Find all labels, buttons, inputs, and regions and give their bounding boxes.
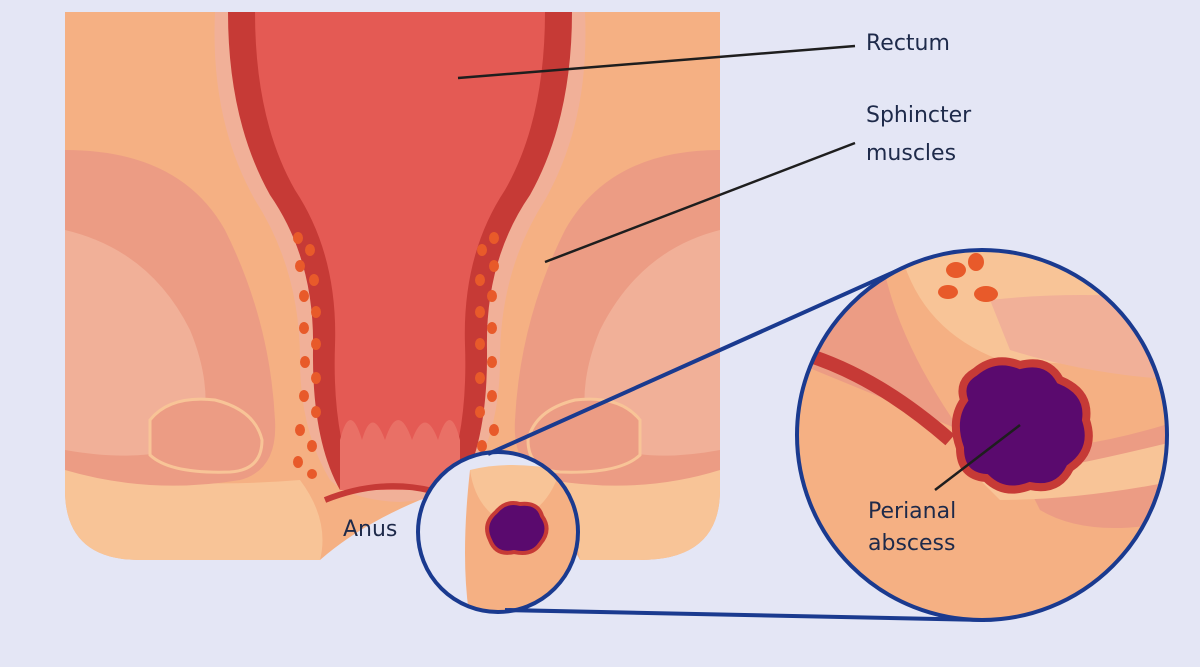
skin-lower-band xyxy=(65,470,323,560)
anus-label: Anus xyxy=(343,517,398,542)
rectum-label: Rectum xyxy=(866,31,950,56)
sphincter-label-line1: Sphincter xyxy=(866,103,972,128)
skin-lower-band-right xyxy=(560,470,720,560)
left-fat-dots xyxy=(293,232,321,479)
anal-columns xyxy=(340,420,460,490)
large-zoom-circle xyxy=(795,248,1169,622)
zoom-connector-top xyxy=(487,266,904,456)
perianal-label-line2: abscess xyxy=(868,531,956,556)
right-sphincter-bulge xyxy=(526,397,642,474)
perianal-label-line1: Perianal xyxy=(868,499,957,524)
zoom-connector-bottom xyxy=(504,608,986,622)
rectum xyxy=(255,12,545,485)
sphincter-label-line2: muscles xyxy=(866,141,957,166)
small-zoom-circle xyxy=(416,450,580,614)
left-sphincter-bulge xyxy=(148,397,264,474)
zoom-content xyxy=(797,250,1167,620)
left-sphincter-inner xyxy=(65,230,206,456)
rectum-leader xyxy=(457,44,856,80)
right-sphincter-inner xyxy=(584,230,720,456)
small-abscess xyxy=(485,501,549,555)
abscess-leader xyxy=(934,424,1021,491)
sphincter-leader xyxy=(544,141,856,264)
large-abscess xyxy=(951,357,1093,494)
